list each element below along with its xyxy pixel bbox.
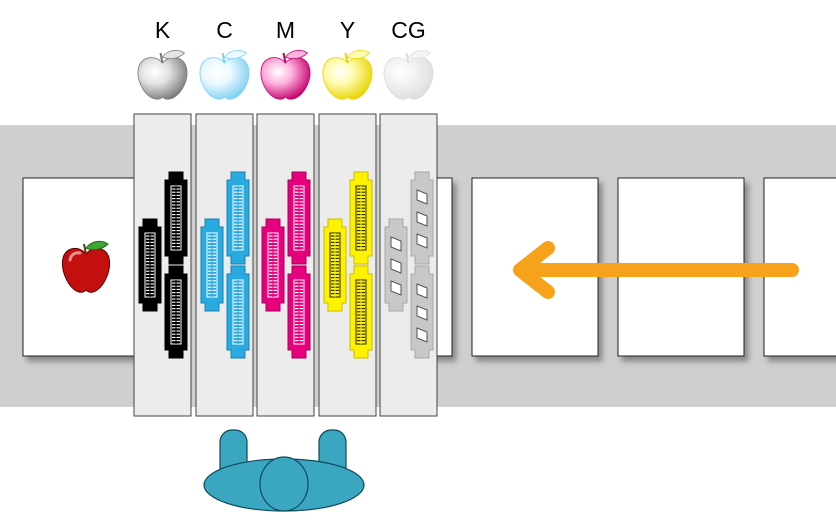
apple-icon (383, 49, 434, 100)
channel-label: Y (340, 17, 355, 43)
channel-cg: CG (379, 17, 438, 417)
apple-icon (137, 49, 188, 100)
nozzle-block (416, 233, 428, 249)
channel-k: K (133, 17, 192, 417)
channel-label: C (216, 17, 233, 43)
channel-c: C (195, 17, 254, 417)
apple-icon (199, 49, 250, 100)
channel-y: Y (318, 17, 377, 417)
channel-label: K (155, 17, 171, 43)
apple-icon (260, 49, 311, 100)
channel-label: CG (391, 17, 426, 43)
arrow-left-icon (513, 241, 799, 299)
nozzle-block (416, 305, 428, 321)
nozzle-block (390, 236, 402, 252)
printed-apple-icon (61, 240, 111, 293)
nozzle-block (390, 258, 402, 274)
ink-channels: K C M Y CG (133, 17, 438, 417)
person-top-view-icon (203, 429, 365, 512)
nozzle-block (390, 280, 402, 296)
nozzle-block (416, 283, 428, 299)
channel-m: M (256, 17, 315, 417)
operator-head (259, 456, 309, 512)
nozzle-block (416, 189, 428, 205)
channel-label: M (276, 17, 295, 43)
apple-icon (322, 49, 373, 100)
nozzle-block (416, 327, 428, 343)
nozzle-block (416, 211, 428, 227)
